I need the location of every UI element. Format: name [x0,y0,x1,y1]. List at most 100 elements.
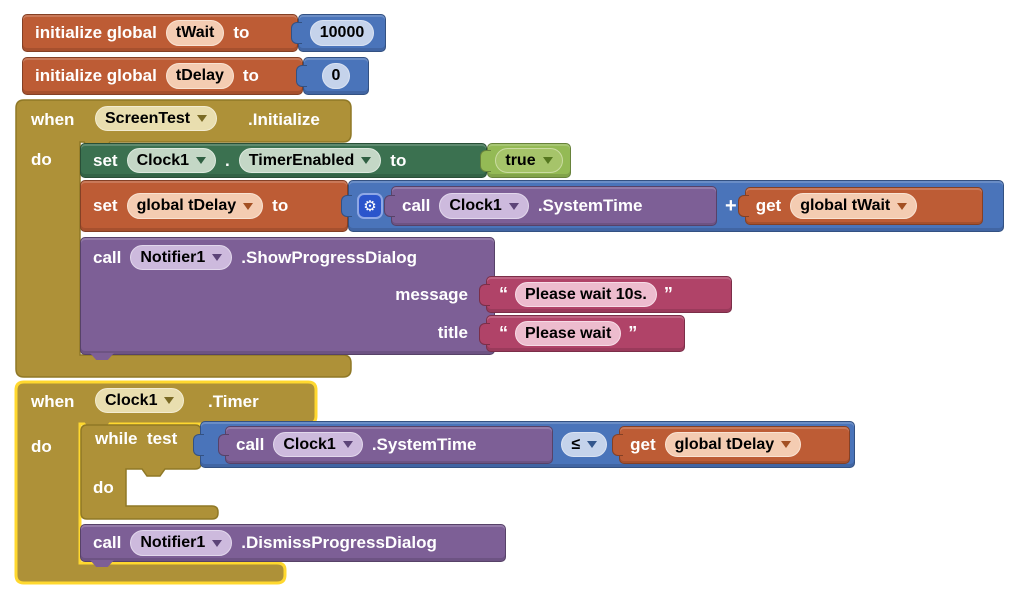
call-dismissprogressdialog-block[interactable]: call Notifier1 .DismissProgressDialog [80,524,506,567]
component-dropdown[interactable]: Clock1 [126,147,217,174]
init-global-tdelay-block[interactable]: initialize global tDelay to [22,57,303,95]
connector-plug [612,433,624,456]
param-message-label: message [395,285,468,304]
mutator-gear-icon[interactable]: ⚙ [357,193,383,219]
number-block-10000[interactable]: 10000 [291,14,386,52]
variable-dropdown[interactable]: global tWait [790,193,918,219]
connector-plug [218,433,229,456]
init-keyword: initialize global [35,23,157,42]
number-value: 10000 [319,24,365,42]
close-quote: ” [628,323,638,343]
component-dropdown[interactable]: Notifier1 [130,245,233,271]
component-dropdown[interactable]: ScreenTest [95,106,218,132]
component-name: Clock1 [283,435,336,453]
call-label: call [236,434,265,454]
variable-name: global tDelay [136,197,237,215]
get-label: get [755,196,782,215]
connector-plug [479,283,490,306]
when-block-shape-highlighted [14,380,318,585]
chevron-down-icon [508,202,519,210]
variable-name-field[interactable]: tDelay [165,63,234,89]
chevron-down-icon [781,441,792,448]
do-label: do [31,150,52,169]
connector-plug [291,22,302,44]
when-block-shape [15,99,352,378]
method-label: .SystemTime [537,196,643,215]
gear-glyph: ⚙ [363,198,377,215]
connector-plug [384,195,395,217]
variable-name: tWait [175,24,215,42]
chevron-down-icon [243,202,254,210]
text-value-field[interactable]: Please wait [515,320,622,347]
open-quote: “ [499,284,508,304]
call-systemtime-block[interactable]: call Clock1 .SystemTime [218,425,554,464]
text-value-field[interactable]: Please wait 10s. [515,281,657,308]
call-label: call [93,533,122,552]
call-label: call [93,247,122,267]
variable-name: global tWait [800,197,891,215]
connector-plug [480,149,491,172]
chevron-down-icon [361,157,372,164]
set-timerenabled-block[interactable]: set Clock1 . TimerEnabled to [80,143,487,178]
component-dropdown[interactable]: Clock1 [439,193,529,219]
call-showprogressdialog-block[interactable]: call Notifier1 .ShowProgressDialog messa… [80,237,495,360]
component-dropdown[interactable]: Clock1 [95,388,185,414]
method-label: .ShowProgressDialog [241,247,417,267]
text-message-block[interactable]: “ Please wait 10s. ” [479,276,732,313]
test-label: test [147,429,178,448]
to-label: to [390,150,407,170]
when-label: when [31,110,75,129]
connector-tab [90,560,114,567]
chevron-down-icon [197,115,208,123]
component-dropdown[interactable]: Notifier1 [130,530,233,556]
event-label: .Timer [208,392,259,411]
connector-plug [341,195,352,217]
chevron-down-icon [342,441,353,448]
connector-plug [193,433,204,456]
call-systemtime-block[interactable]: call Clock1 .SystemTime [384,186,717,226]
variable-name-field[interactable]: tWait [165,20,225,46]
logic-dropdown[interactable]: true [495,147,563,174]
logic-true-block[interactable]: true [480,143,571,178]
set-label: set [93,150,118,170]
variable-name: tDelay [175,67,224,85]
operator-value: ≤ [571,435,581,453]
set-global-tdelay-block[interactable]: set global tDelay to [80,180,348,232]
math-compare-block[interactable]: call Clock1 .SystemTime ≤ get global tDe… [193,421,855,468]
connector-plug [737,195,749,217]
number-value-field[interactable]: 0 [321,63,351,89]
number-value: 0 [331,67,341,85]
get-global-twait-block[interactable]: get global tWait [737,187,983,225]
text-title-block[interactable]: “ Please wait ” [479,315,685,352]
component-name: ScreenTest [105,110,191,127]
math-add-block[interactable]: ⚙ call Clock1 .SystemTime + get global t… [341,180,1004,232]
text-value: Please wait 10s. [525,285,647,303]
dot-label: . [225,150,230,170]
when-clock-timer-block[interactable] [14,380,320,587]
init-global-twait-block[interactable]: initialize global tWait to [22,14,298,52]
when-screentest-initialize-block[interactable] [15,99,353,379]
chevron-down-icon [212,254,223,262]
chevron-down-icon [897,202,908,210]
plus-operator: + [725,194,737,217]
property-dropdown[interactable]: TimerEnabled [238,147,382,174]
call-label: call [402,196,431,215]
to-label: to [272,196,289,215]
param-title-label: title [437,323,468,342]
variable-dropdown[interactable]: global tDelay [126,193,264,219]
variable-dropdown[interactable]: global tDelay [664,431,802,458]
event-label: .Initialize [248,110,320,129]
component-dropdown[interactable]: Clock1 [273,431,363,458]
logic-value: true [505,151,536,169]
number-block-0[interactable]: 0 [296,57,369,95]
operator-dropdown[interactable]: ≤ [561,431,608,458]
do-label: do [93,478,114,497]
text-value: Please wait [525,324,612,342]
number-value-field[interactable]: 10000 [309,20,375,46]
connector-plug [296,65,307,87]
when-label: when [31,392,75,411]
get-global-tdelay-block[interactable]: get global tDelay [612,425,850,464]
method-label: .SystemTime [371,434,477,454]
while-label: while [95,429,138,448]
